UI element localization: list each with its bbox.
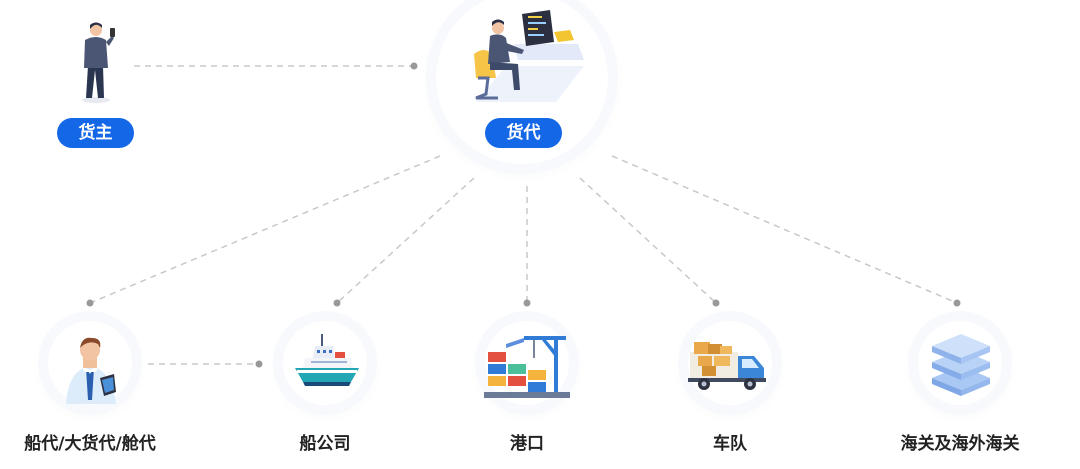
shipper-badge: 货主 [57, 118, 134, 148]
businessman-tablet-icon [66, 337, 116, 404]
shipping-agent-label: 船代/大货代/舱代 [24, 434, 156, 454]
link-dot [86, 299, 94, 307]
truck-icon [688, 342, 766, 390]
person-with-phone-icon [82, 22, 115, 103]
link-dot [523, 299, 531, 307]
layered-stack-icon [932, 334, 990, 396]
link-dot [953, 299, 961, 307]
ship-icon [295, 334, 359, 386]
port-crane-containers-icon [484, 336, 570, 398]
link-forwarder-fleet [579, 177, 717, 304]
customs-label: 海关及海外海关 [900, 434, 1020, 454]
forwarder-badge: 货代 [485, 118, 562, 148]
link-dot [712, 299, 720, 307]
link-forwarder-company [336, 177, 475, 304]
link-dot [333, 299, 341, 307]
link-dot [410, 62, 418, 70]
shipping-company-label: 船公司 [299, 434, 351, 454]
link-forwarder-customs [611, 155, 958, 304]
port-label: 港口 [510, 434, 544, 454]
link-dot [255, 360, 263, 368]
fleet-label: 车队 [713, 434, 747, 454]
link-forwarder-agent [89, 155, 441, 304]
person-at-computer-icon [474, 10, 584, 102]
